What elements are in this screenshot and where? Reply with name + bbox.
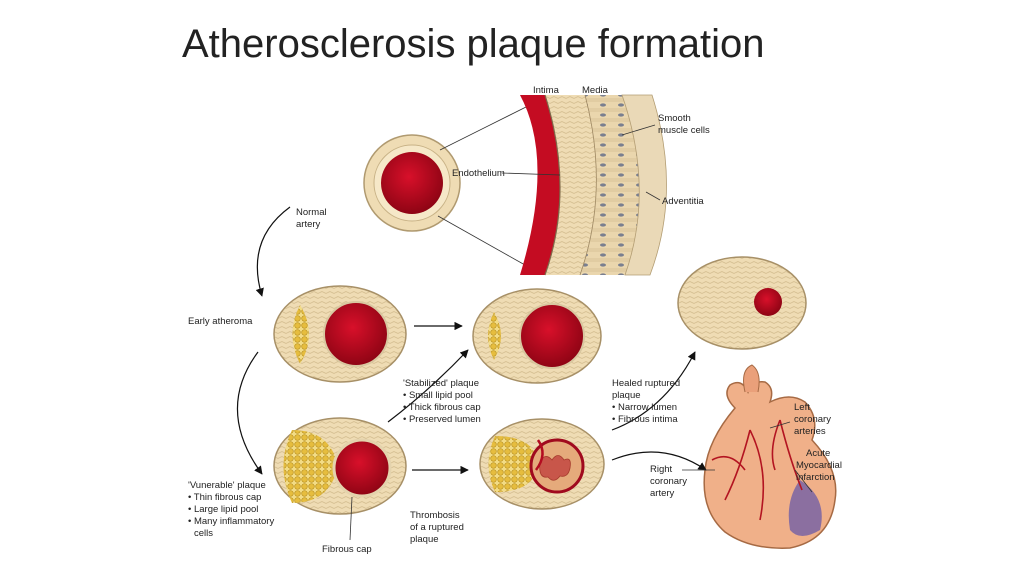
label-endothelium: Endothelium [452,168,505,179]
label-healed-1: Healed ruptured [612,378,680,389]
early-atheroma-section [273,285,407,383]
label-vulnerable-4: • Many inflammatory [188,516,274,527]
fibrous-cap-leader [349,496,353,541]
label-normal-artery-1: Normal [296,207,327,218]
label-healed-4: • Fibrous intima [612,414,678,425]
label-media: Media [582,85,609,96]
label-left-coronary-1: Left [794,402,810,413]
normal-artery-section [363,134,461,232]
endothelium-leader [501,172,561,176]
label-thrombosis-3: plaque [410,534,439,545]
page-title: Atherosclerosis plaque formation [182,22,765,66]
label-left-coronary-2: coronary [794,414,831,425]
zoom-leader-bottom [437,215,526,266]
label-right-coronary-2: coronary [650,476,687,487]
label-thrombosis-2: of a ruptured [410,522,464,533]
label-stabilized-3: • Thick fibrous cap [403,402,481,413]
heart-illustration [703,364,837,549]
label-stabilized-2: • Small lipid pool [403,390,473,401]
label-acute-mi-2: Myocardial [796,460,842,471]
stabilized-plaque-section [472,288,602,384]
label-healed-3: • Narrow lumen [612,402,677,413]
zoom-leader-top [439,104,531,151]
label-stabilized-4: • Preserved lumen [403,414,481,425]
label-left-coronary-3: arteries [794,426,826,437]
vulnerable-plaque-section [273,417,407,515]
arrow-vulnerable-to-stabilized [387,349,469,423]
arrow-normal-to-early [255,206,291,297]
label-smooth-muscle-1: Smooth [658,113,691,124]
smooth-muscle-leader [621,124,656,136]
label-vulnerable-1: 'Vunerable' plaque [188,480,266,491]
thrombosis-section [479,418,605,510]
label-intima: Intima [533,85,560,96]
label-vulnerable-3: • Large lipid pool [188,504,258,515]
magnified-vessel-wall [520,94,667,276]
label-normal-artery-2: artery [296,219,321,230]
arrow-thrombosis-to-healed [611,351,696,431]
label-smooth-muscle-2: muscle cells [658,125,710,136]
label-thrombosis-1: Thrombosis [410,510,460,521]
left-coronary-leader [769,421,791,429]
label-acute-mi-3: infarction [796,472,835,483]
healed-plaque-section [677,256,807,350]
label-acute-mi-1: Acute [806,448,830,459]
label-vulnerable-2: • Thin fibrous cap [188,492,261,503]
label-right-coronary-1: Right [650,464,673,475]
arrow-early-to-vulnerable [236,351,263,475]
adventitia-leader [645,191,661,201]
label-healed-2: plaque [612,390,641,401]
label-right-coronary-3: artery [650,488,675,499]
acute-mi-leader [794,469,813,493]
label-fibrous-cap: Fibrous cap [322,544,372,555]
label-vulnerable-5: cells [194,528,213,539]
arrow-thrombosis-to-heart [611,451,707,471]
label-early-atheroma: Early atheroma [188,316,253,327]
label-stabilized-1: 'Stabilized' plaque [403,378,479,389]
label-adventitia: Adventitia [662,196,704,207]
